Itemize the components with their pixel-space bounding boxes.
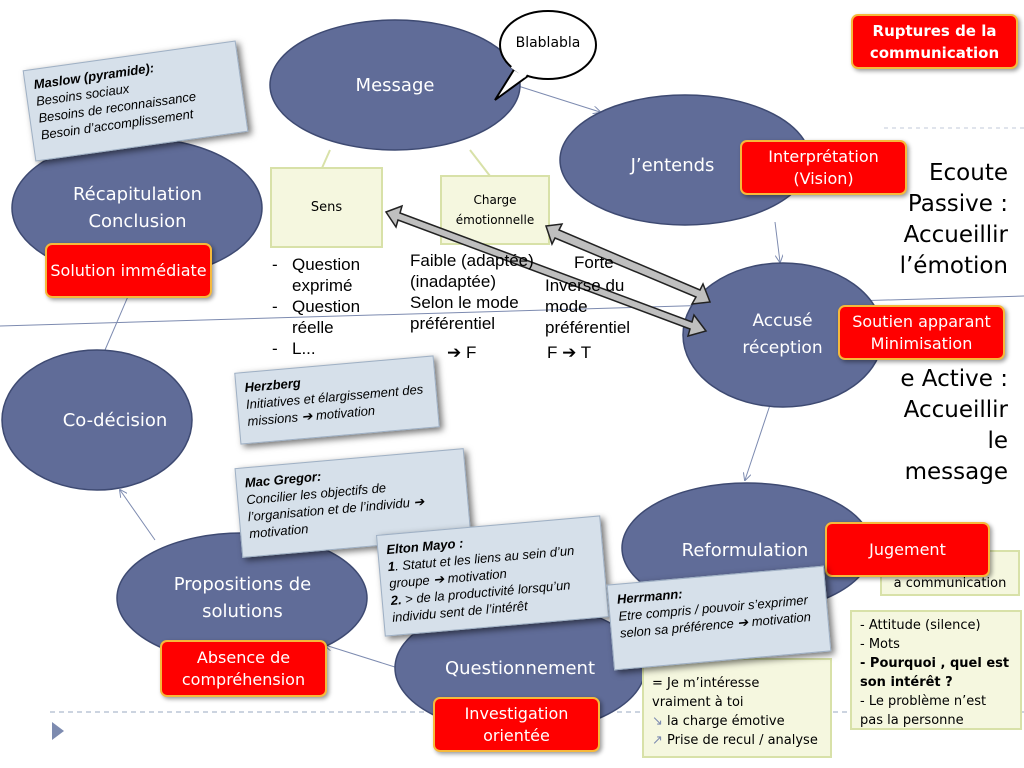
propositions-label: Propositions de solutions: [173, 574, 312, 622]
accuse-label: Accusé réception: [742, 311, 823, 358]
attitude-line: - Attitude (silence): [860, 618, 981, 633]
attitude-line: - Mots: [860, 637, 900, 652]
charge-selon: Selon le mode préférentiel: [410, 293, 519, 333]
rupture-interpretation: Interprétation (Vision): [740, 140, 907, 195]
sens-label: Sens: [310, 200, 343, 215]
charge-forte: Forte: [574, 253, 614, 272]
charge-ft: F ➔ T: [547, 343, 592, 362]
charge-inverse: Inverse du mode préférentiel: [545, 276, 631, 337]
questionnement-label: Questionnement: [444, 657, 596, 679]
play-icon[interactable]: [52, 722, 64, 740]
arrow-up-icon: ↗: [652, 733, 668, 748]
attitude-line: - Le problème n’est pas la personne: [860, 694, 987, 728]
attitude-box: - Attitude (silence) - Mots - Pourquoi ,…: [850, 610, 1022, 730]
charge-box: Charge émotionnelle: [440, 175, 550, 245]
charge-faible: Faible (adaptée): [410, 251, 534, 270]
rupture-investigation: Investigation orientée: [433, 697, 600, 752]
node-message: [269, 19, 521, 151]
jentends-label: J’entends: [630, 154, 715, 176]
interesse-line: la charge émotive: [667, 714, 785, 729]
attitude-line: - Pourquoi , quel est son intérêt ?: [860, 656, 1010, 690]
charge-arrow: [544, 223, 712, 305]
sens-item: Question réelle: [292, 297, 361, 337]
ecoute-passive-text: Ecoute Passive : Accueillir l’émotion: [899, 160, 1008, 279]
interesse-line: = Je m’intéresse vraiment à toi: [652, 676, 760, 710]
rupture-absence: Absence de compréhension: [160, 640, 327, 697]
speech-bubble-text: Blablabla: [515, 35, 581, 51]
codecision-label: Co-décision: [62, 409, 168, 431]
charge-tf: ➔ F: [447, 343, 477, 362]
note-mayo: Elton Mayo : 1. Statut et les liens au s…: [375, 515, 610, 637]
interesse-line: Prise de recul / analyse: [667, 733, 818, 748]
sens-item: L...: [292, 339, 316, 358]
ecoute-active-text: e Active : Accueillir le message: [900, 366, 1008, 485]
ruptures-title: Ruptures de la communication: [851, 14, 1018, 69]
rupture-jugement: Jugement: [825, 522, 990, 577]
sens-list: -Question exprimé -Question réelle -L...: [272, 254, 382, 359]
recapitulation-label: Récapitulation Conclusion: [72, 184, 203, 232]
interesse-box: = Je m’intéresse vraiment à toi ↘ la cha…: [642, 658, 832, 758]
charge-inadaptee: (inadaptée): [410, 272, 497, 291]
message-label: Message: [355, 74, 435, 96]
communication-text: a communication: [893, 576, 1007, 591]
node-codecision: [1, 349, 193, 491]
speech-bubble-shape: [494, 10, 597, 101]
rupture-solution: Solution immédiate: [45, 243, 212, 298]
sens-box: Sens: [270, 167, 383, 248]
arrow-down-icon: ↘: [652, 714, 668, 729]
sens-item: Question exprimé: [292, 255, 361, 295]
reformulation-label: Reformulation: [681, 539, 809, 561]
charge-label: Charge émotionnelle: [455, 193, 535, 227]
rupture-soutien: Soutien apparant Minimisation: [838, 305, 1005, 360]
sens-arrow: [384, 204, 708, 338]
